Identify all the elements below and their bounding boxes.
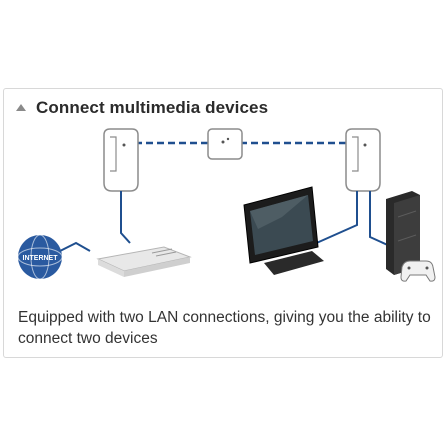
powerline-adapter-left — [103, 128, 139, 192]
section-header[interactable]: Connect multimedia devices — [16, 98, 268, 118]
tv-icon — [243, 186, 324, 275]
gamepad-icon — [400, 260, 436, 282]
cable-router-to-adapter — [120, 191, 131, 244]
internet-label: INTERNET — [23, 255, 59, 262]
powerline-adapter-center — [207, 128, 243, 160]
router-icon — [96, 246, 192, 277]
powerline-adapter-right — [345, 128, 381, 192]
cable-adapter-to-tv — [311, 191, 358, 246]
game-console-icon — [386, 191, 420, 275]
section-description: Equipped with two LAN connections, givin… — [18, 309, 431, 347]
collapse-triangle-icon[interactable] — [16, 103, 26, 111]
multimedia-network-illustration: INTERNET — [17, 128, 436, 282]
section-title: Connect multimedia devices — [36, 98, 269, 117]
internet-globe-icon: INTERNET — [17, 234, 63, 280]
cable-adapter-to-console — [369, 191, 393, 248]
cable-globe-to-router — [55, 241, 91, 254]
feature-card: Connect multimedia devices — [3, 88, 443, 358]
